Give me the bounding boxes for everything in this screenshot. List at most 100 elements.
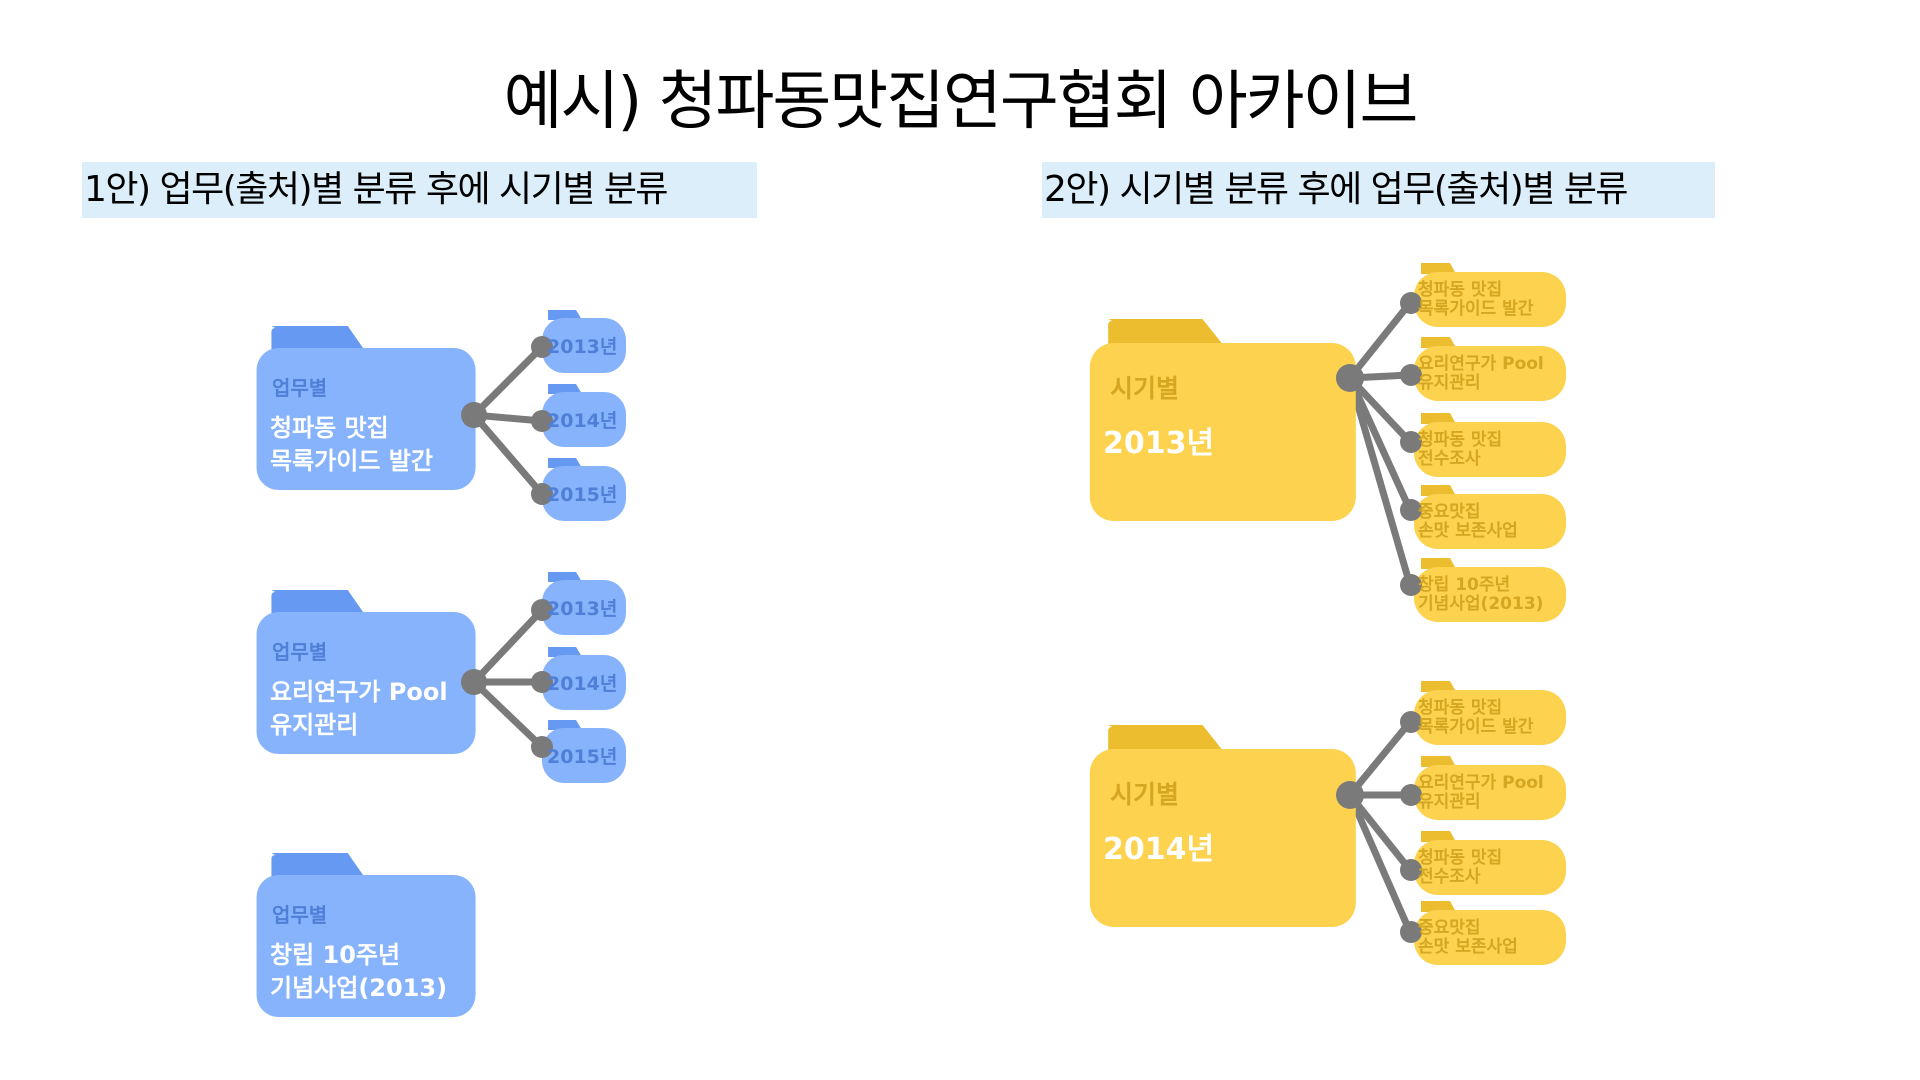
folder-name-line: 목록가이드 발간 — [270, 447, 433, 475]
hub-node — [461, 669, 487, 695]
subfolder-label: 목록가이드 발간 — [1418, 299, 1534, 319]
folder-name-line: 2014년 — [1103, 832, 1214, 867]
folder-category-label: 업무별 — [272, 376, 327, 400]
subfolder-tab — [1421, 337, 1456, 348]
leaf-node — [1400, 711, 1422, 733]
subfolder-body — [542, 580, 626, 635]
connector-line — [1347, 300, 1413, 381]
leaf-node — [1400, 292, 1422, 314]
subfolder-label: 2013년 — [547, 336, 617, 358]
subfolder-label: 중요맛집 — [1418, 502, 1481, 522]
connector-line — [1346, 793, 1414, 934]
subfolder-tab — [548, 458, 582, 468]
leaf-node — [531, 410, 553, 432]
leaf-node — [1400, 431, 1422, 453]
subfolder-body — [1414, 567, 1566, 622]
connector-line — [1347, 792, 1413, 873]
subfolder-body — [542, 392, 626, 447]
folder-name-line: 2013년 — [1103, 426, 1214, 461]
subfolder-label: 청파동 맛집 — [1418, 279, 1502, 300]
leaf-node — [1400, 921, 1422, 943]
subfolder[interactable]: 2013년 — [531, 310, 626, 373]
folder-icon-body — [256, 612, 476, 754]
folder-category-label: 시기별 — [1110, 374, 1179, 403]
folder-icon-tab — [271, 590, 365, 614]
hub-node — [1336, 781, 1364, 809]
subfolder-body — [1414, 272, 1566, 327]
folder-icon-body — [256, 875, 476, 1017]
subfolder[interactable]: 2013년 — [531, 572, 626, 635]
folder-icon-tab — [1108, 319, 1224, 345]
subfolder-tab — [1421, 558, 1456, 569]
folder-icon-body — [1089, 749, 1356, 927]
folder-icon-tab — [271, 326, 365, 350]
subfolder-label: 창립 10주년 — [1418, 575, 1510, 595]
plan2-heading: 2안) 시기별 분류 후에 업무(출처)별 분류 — [1042, 162, 1715, 218]
subfolder-label: 유지관리 — [1418, 792, 1481, 812]
subfolder[interactable]: 2014년 — [531, 647, 626, 710]
subfolder-body — [542, 466, 626, 521]
subfolder-tab — [1421, 901, 1456, 912]
connector-line — [471, 607, 545, 685]
folder-category-label: 업무별 — [272, 903, 327, 927]
subfolder[interactable]: 2015년 — [531, 720, 626, 783]
subfolder-tab — [1421, 831, 1456, 842]
hub-node — [1336, 364, 1364, 392]
subfolder-body — [1414, 910, 1566, 965]
subfolder-body — [542, 728, 626, 783]
subfolder-label: 목록가이드 발간 — [1418, 717, 1534, 737]
connector-line — [1347, 719, 1413, 798]
subfolder[interactable]: 2015년 — [531, 458, 626, 521]
subfolder-label: 전수조사 — [1418, 867, 1481, 887]
connector-line — [1347, 375, 1413, 445]
plan1-heading: 1안) 업무(출처)별 분류 후에 시기별 분류 — [82, 162, 757, 218]
page-title: 예시) 청파동맛집연구협회 아카이브 — [503, 65, 1419, 139]
subfolder-body — [542, 655, 626, 710]
folder-icon-body — [1089, 343, 1356, 521]
folder-name-line: 청파동 맛집 — [270, 414, 389, 442]
subfolder-label: 2014년 — [547, 673, 617, 695]
folder-name-line: 기념사업(2013) — [270, 974, 447, 1002]
folder-name-line: 요리연구가 Pool — [270, 678, 448, 706]
folder-icon-tab — [271, 853, 365, 877]
folder-category-label: 업무별 — [272, 640, 327, 664]
leaf-node — [531, 483, 553, 505]
subfolder[interactable]: 2014년 — [531, 384, 626, 447]
subfolder-label: 2015년 — [547, 746, 617, 768]
subfolder-tab — [1421, 413, 1456, 424]
leaf-node — [1400, 859, 1422, 881]
connector-line — [471, 679, 545, 750]
subfolder-body — [1414, 494, 1566, 549]
connector-line — [471, 412, 545, 497]
subfolder-label: 전수조사 — [1418, 449, 1481, 469]
subfolder-label: 중요맛집 — [1418, 918, 1481, 938]
leaf-node — [1400, 784, 1422, 806]
subfolder-tab — [1421, 681, 1456, 692]
folder-name-line: 창립 10주년 — [270, 941, 400, 969]
folder-1[interactable]: 시기별 2013년 — [1089, 319, 1356, 521]
subfolder-body — [1414, 422, 1566, 477]
subfolder-tab — [548, 572, 582, 582]
subfolder-body — [542, 318, 626, 373]
subfolder-tab — [1421, 756, 1456, 767]
subfolder-body — [1414, 346, 1566, 401]
subfolder-label: 요리연구가 Pool — [1418, 773, 1544, 793]
subfolder-tab — [548, 384, 582, 394]
